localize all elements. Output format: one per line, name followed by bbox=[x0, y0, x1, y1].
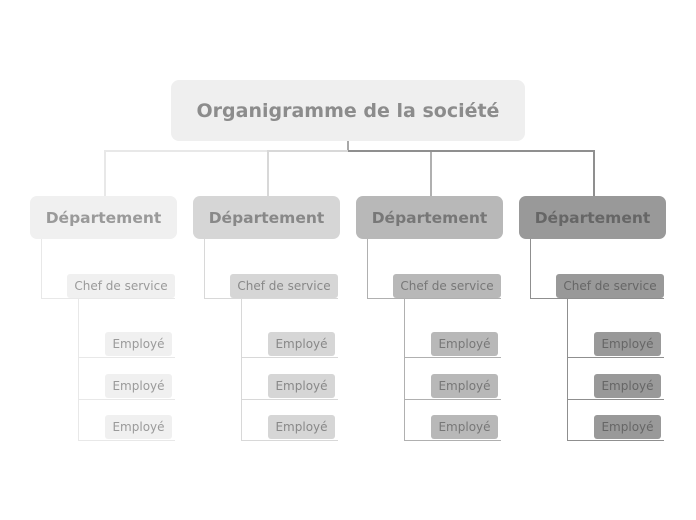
department-node: Département bbox=[356, 196, 503, 239]
connector-line bbox=[267, 150, 350, 152]
employee-node: Employé bbox=[105, 374, 172, 398]
connector-line bbox=[78, 399, 175, 400]
chef-node: Chef de service bbox=[393, 274, 501, 298]
connector-line bbox=[348, 150, 595, 152]
connector-line bbox=[267, 150, 269, 196]
connector-line bbox=[367, 239, 368, 299]
connector-line bbox=[367, 298, 501, 299]
connector-line bbox=[104, 150, 350, 152]
connector-line bbox=[41, 298, 175, 299]
connector-line bbox=[241, 357, 338, 358]
connector-line bbox=[78, 440, 175, 441]
employee-node: Employé bbox=[105, 415, 172, 439]
connector-line bbox=[404, 357, 501, 358]
department-node: Département bbox=[193, 196, 340, 239]
connector-line bbox=[530, 298, 664, 299]
employee-node: Employé bbox=[105, 332, 172, 356]
department-node: Département bbox=[519, 196, 666, 239]
connector-line bbox=[78, 298, 79, 440]
connector-line bbox=[241, 440, 338, 441]
connector-line bbox=[241, 298, 242, 440]
connector-line bbox=[404, 440, 501, 441]
chef-node: Chef de service bbox=[230, 274, 338, 298]
connector-line bbox=[204, 239, 205, 299]
connector-line bbox=[204, 298, 338, 299]
connector-line bbox=[567, 440, 664, 441]
employee-node: Employé bbox=[594, 332, 661, 356]
employee-node: Employé bbox=[431, 332, 498, 356]
root-node: Organigramme de la société bbox=[171, 80, 525, 141]
connector-line bbox=[104, 150, 106, 196]
connector-line bbox=[78, 357, 175, 358]
chef-node: Chef de service bbox=[67, 274, 175, 298]
connector-line bbox=[567, 298, 568, 440]
employee-node: Employé bbox=[268, 374, 335, 398]
connector-line bbox=[404, 399, 501, 400]
connector-line bbox=[567, 399, 664, 400]
connector-line bbox=[241, 399, 338, 400]
employee-node: Employé bbox=[594, 374, 661, 398]
employee-node: Employé bbox=[268, 332, 335, 356]
employee-node: Employé bbox=[431, 374, 498, 398]
chef-node: Chef de service bbox=[556, 274, 664, 298]
connector-line bbox=[347, 141, 349, 152]
employee-node: Employé bbox=[594, 415, 661, 439]
connector-line bbox=[593, 150, 595, 196]
employee-node: Employé bbox=[431, 415, 498, 439]
employee-node: Employé bbox=[268, 415, 335, 439]
connector-line bbox=[530, 239, 531, 299]
connector-line bbox=[41, 239, 42, 299]
connector-line bbox=[430, 150, 432, 196]
department-node: Département bbox=[30, 196, 177, 239]
connector-line bbox=[567, 357, 664, 358]
connector-line bbox=[404, 298, 405, 440]
